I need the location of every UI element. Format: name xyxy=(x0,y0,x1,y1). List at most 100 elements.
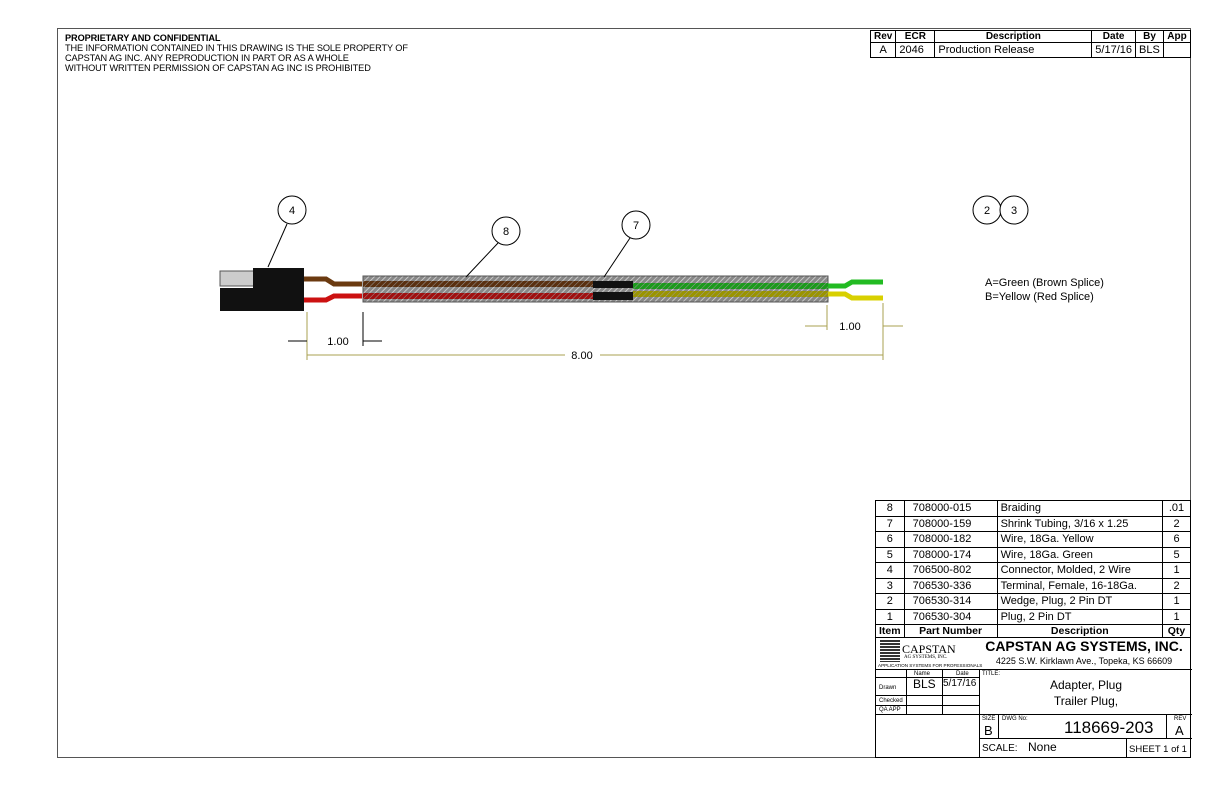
parts-cell: 708000-182 xyxy=(903,531,998,548)
rev-cell: 5/17/16 xyxy=(1091,42,1136,58)
parts-cell: 706530-314 xyxy=(903,593,998,610)
parts-cell: 7 xyxy=(875,515,905,532)
dimension-label: 1.00 xyxy=(839,321,860,333)
parts-cell: 4 xyxy=(875,562,905,579)
parts-cell: 6 xyxy=(1162,531,1191,548)
parts-cell: 2 xyxy=(875,593,905,610)
balloon-label: 2 xyxy=(984,205,990,217)
drawing-number: 118669-203 xyxy=(1064,718,1154,737)
company-name: CAPSTAN AG SYSTEMS, INC. xyxy=(985,638,1183,654)
balloon-8 xyxy=(491,216,521,246)
title-label: TITLE: xyxy=(982,671,1001,677)
brown-wire xyxy=(304,276,362,287)
drawn-by: BLS xyxy=(913,677,936,691)
dimension-label: 8.00 xyxy=(571,350,592,362)
parts-cell: Plug, 2 Pin DT xyxy=(996,608,1164,625)
size-label: SIZE xyxy=(982,716,996,722)
parts-cell: Connector, Molded, 2 Wire xyxy=(996,562,1164,579)
proprietary-notice: PROPRIETARY AND CONFIDENTIAL THE INFORMA… xyxy=(65,33,408,73)
checked-label: Checked xyxy=(879,698,903,704)
notice-heading: PROPRIETARY AND CONFIDENTIAL xyxy=(65,33,221,43)
rev-cell: BLS xyxy=(1135,42,1164,58)
parts-cell: 2 xyxy=(1162,577,1191,594)
logo-name: CAPSTAN xyxy=(902,642,956,656)
logo-icon xyxy=(880,640,900,662)
parts-cell: Wire, 18Ga. Green xyxy=(996,546,1164,563)
company-address: 4225 S.W. Kirklawn Ave., Topeka, KS 6660… xyxy=(995,656,1173,666)
parts-cell: 5 xyxy=(1162,546,1191,563)
parts-cell: .01 xyxy=(1162,500,1191,517)
balloon-7 xyxy=(621,210,651,240)
parts-header: Qty xyxy=(1162,624,1191,638)
notice-line: CAPSTAN AG INC. ANY REPRODUCTION IN PART… xyxy=(65,53,349,63)
logo-tagline: APPLICATION SYSTEMS FOR PROFESSIONALS xyxy=(878,663,983,668)
green-wire-braided xyxy=(633,283,828,289)
balloon-3 xyxy=(999,195,1029,225)
parts-cell: 708000-159 xyxy=(903,515,998,532)
connector-molded xyxy=(219,268,304,311)
parts-header: Item xyxy=(875,624,905,638)
parts-cell: Terminal, Female, 16-18Ga. xyxy=(996,577,1164,594)
title-line-2: Trailer Plug, xyxy=(1053,694,1119,708)
yellow-wire xyxy=(828,291,883,301)
parts-cell: 6 xyxy=(875,531,905,548)
parts-cell: 708000-174 xyxy=(903,546,998,563)
scale-label: SCALE: xyxy=(982,743,1018,754)
parts-cell: 706530-304 xyxy=(903,608,998,625)
parts-cell: 5 xyxy=(875,546,905,563)
sheet-size: B xyxy=(984,723,993,738)
rev-label: REV xyxy=(1174,716,1187,722)
rev-cell: A xyxy=(869,42,897,58)
green-wire xyxy=(828,279,883,289)
balloon-label: 3 xyxy=(1011,205,1017,217)
red-wire-braided xyxy=(363,293,593,299)
parts-cell: Braiding xyxy=(996,500,1164,517)
drawn-label: Drawn xyxy=(879,685,897,691)
drawn-date: 5/17/16 xyxy=(943,678,977,689)
dimension-lines xyxy=(288,303,903,360)
rev-cell xyxy=(1163,42,1191,58)
parts-cell: 3 xyxy=(875,577,905,594)
title-block: CAPSTAN AG SYSTEMS, INC. APPLICATION SYS… xyxy=(875,636,1192,758)
red-wire xyxy=(304,293,362,303)
revision: A xyxy=(1175,723,1184,738)
shrink-tube xyxy=(593,292,633,300)
parts-cell: 1 xyxy=(875,608,905,625)
balloon-4 xyxy=(277,195,307,225)
parts-cell: Wire, 18Ga. Yellow xyxy=(996,531,1164,548)
scale-value: None xyxy=(1028,740,1057,754)
parts-header: Description xyxy=(996,624,1164,638)
qa-label: QA APP xyxy=(879,707,901,713)
parts-cell: Wedge, Plug, 2 Pin DT xyxy=(996,593,1164,610)
parts-cell: 8 xyxy=(875,500,905,517)
date-label: Date xyxy=(956,671,969,677)
notice-line: THE INFORMATION CONTAINED IN THIS DRAWIN… xyxy=(65,43,408,53)
parts-cell: 1 xyxy=(1162,608,1191,625)
name-label: Name xyxy=(914,671,931,677)
wire-note: A=Green (Brown Splice) xyxy=(985,277,1104,289)
logo-sub: AG SYSTEMS, INC. xyxy=(904,655,948,660)
drawing-frame xyxy=(57,28,1191,758)
rev-cell: 2046 xyxy=(895,42,936,58)
yellow-wire-braided xyxy=(633,291,828,297)
dwg-label: DWG No: xyxy=(1002,716,1028,722)
brown-wire-braided xyxy=(363,281,593,287)
wire-note: B=Yellow (Red Splice) xyxy=(985,291,1094,303)
shrink-tube xyxy=(593,281,633,288)
balloon-label: 7 xyxy=(633,220,639,232)
parts-cell: 708000-015 xyxy=(903,500,998,517)
parts-cell: Shrink Tubing, 3/16 x 1.25 xyxy=(996,515,1164,532)
dimension-label: 1.00 xyxy=(327,336,348,348)
